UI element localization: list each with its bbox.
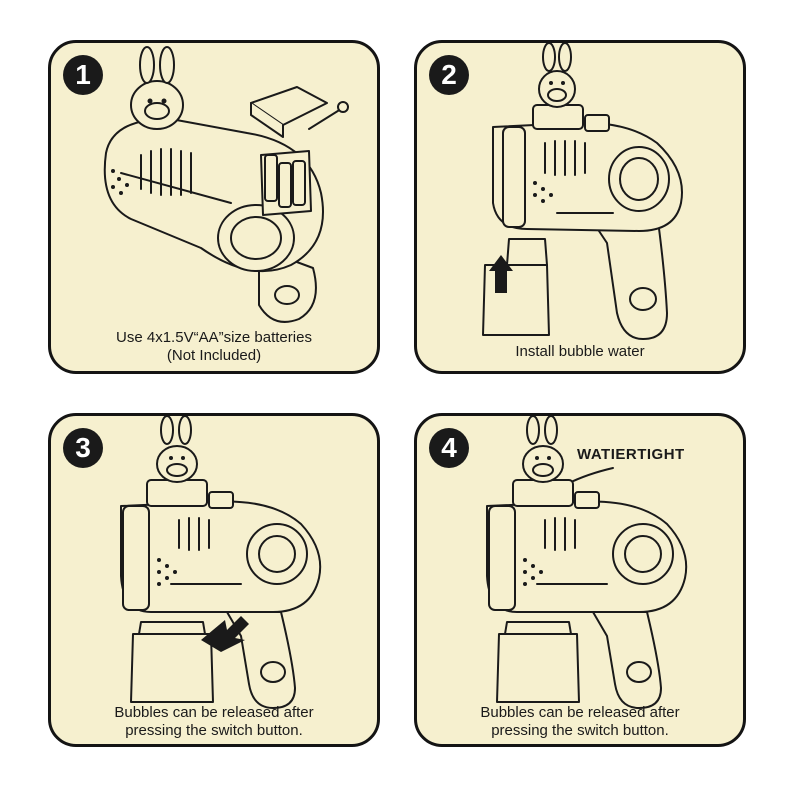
caption-line-1: Install bubble water [515,343,645,360]
arrow-icon [489,255,513,293]
step-caption: Use 4x1.5V“AA”size batteries (Not Includ… [57,329,371,365]
step-panel-3: 3 [48,413,380,747]
gun-grip [593,612,661,708]
gun-grip [227,612,295,708]
callout-leader [567,468,613,484]
caption-line-2: pressing the switch button. [125,722,303,739]
step-number-badge: 1 [63,55,103,95]
bubble-water-illustration [417,43,746,374]
caption-line-2: (Not Included) [166,347,262,364]
caption-line-2: pressing the switch button. [491,722,669,739]
caption-line-1: Bubbles can be released after [480,704,680,721]
step-caption: Bubbles can be released after pressing t… [57,704,371,740]
caption-line-1: Use 4x1.5V“AA”size batteries [116,329,312,346]
bottle-icon [483,265,549,335]
press-switch-illustration [51,416,380,747]
step-caption: Bubbles can be released after pressing t… [423,704,737,740]
bottle-icon [131,634,213,702]
battery-icon [265,155,277,201]
arrow-icon [201,616,249,652]
step-number-badge: 2 [429,55,469,95]
step-panel-1: 1 [48,40,380,374]
step-panel-2: 2 [414,40,746,374]
battery-cover [251,87,327,125]
bottle-icon [497,634,579,702]
gun-grip [587,213,667,339]
watertight-illustration [417,416,746,747]
battery-install-illustration [51,43,380,374]
step-caption: Install bubble water [423,343,737,361]
step-panel-4: 4 WATIERTIGHT [414,413,746,747]
caption-line-1: Bubbles can be released after [114,704,314,721]
watertight-label: WATIERTIGHT [577,446,685,463]
step-number-badge: 3 [63,428,103,468]
step-number-badge: 4 [429,428,469,468]
